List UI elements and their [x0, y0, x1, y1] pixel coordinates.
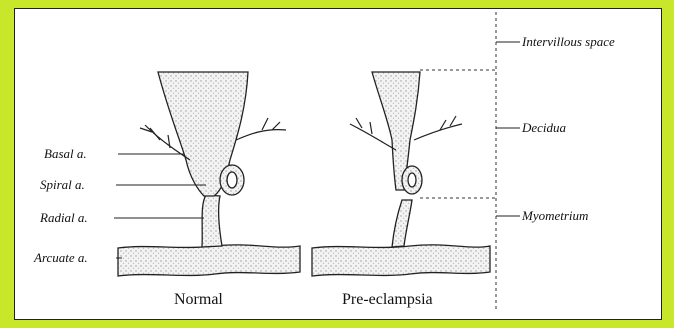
- radial-artery-preeclampsia: [392, 200, 412, 247]
- caption-normal: Normal: [174, 291, 223, 308]
- label-decidua: Decidua: [521, 120, 567, 135]
- preeclampsia-artery: [312, 72, 490, 276]
- label-spiral-artery: Spiral a.: [40, 177, 85, 192]
- arcuate-artery-normal: [118, 245, 300, 276]
- normal-artery: [118, 72, 300, 276]
- label-intervillous-space: Intervillous space: [521, 34, 615, 49]
- radial-artery-normal: [202, 195, 222, 247]
- label-myometrium: Myometrium: [521, 208, 588, 223]
- caption-preeclampsia: Pre-eclampsia: [342, 291, 433, 308]
- arcuate-artery-preeclampsia: [312, 245, 490, 276]
- label-basal-artery: Basal a.: [44, 146, 87, 161]
- label-arcuate-artery: Arcuate a.: [33, 250, 88, 265]
- right-leaders: [496, 42, 520, 216]
- label-radial-artery: Radial a.: [39, 210, 88, 225]
